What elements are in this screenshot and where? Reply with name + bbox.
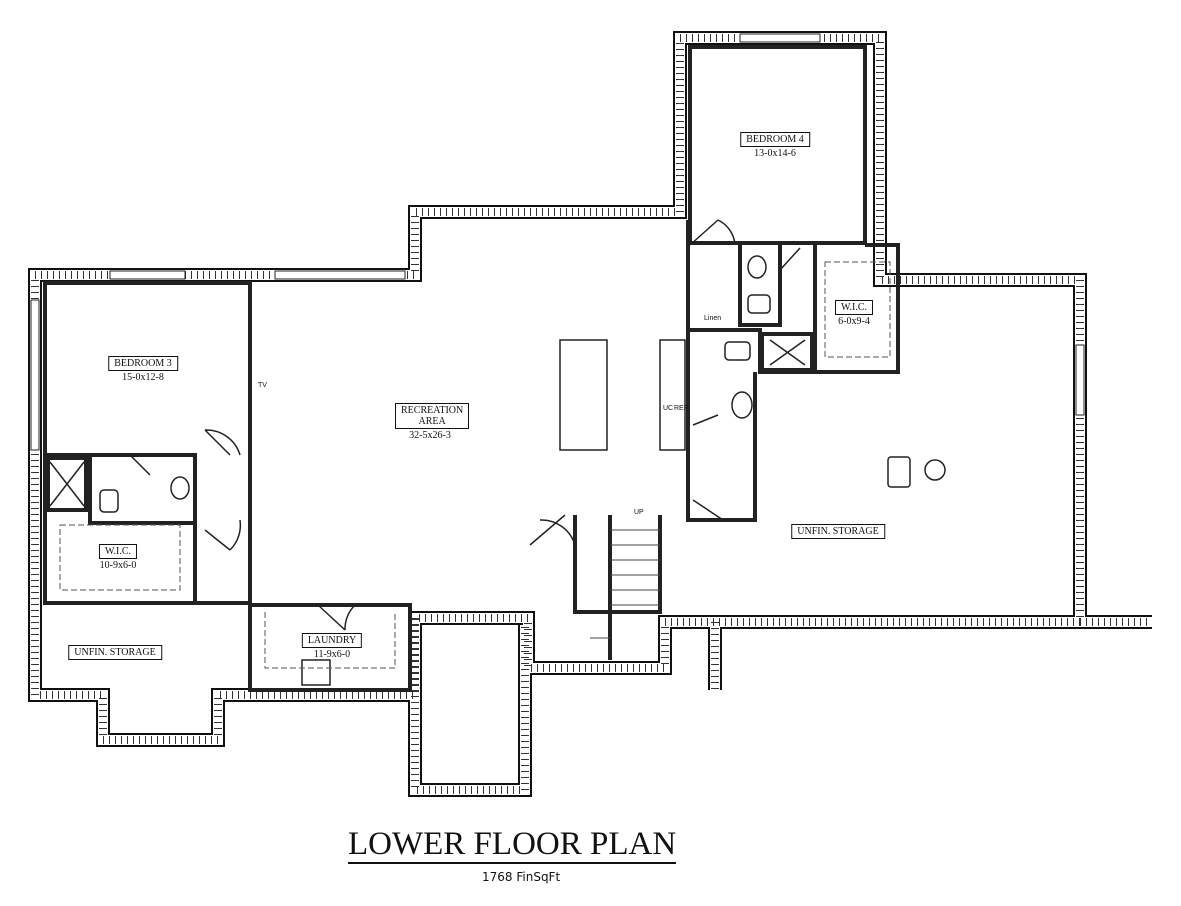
- room-storage-left: UNFIN. STORAGE: [68, 645, 162, 660]
- room-name: UNFIN. STORAGE: [68, 645, 162, 660]
- room-dim: 13-0x14-6: [754, 148, 796, 159]
- plan-subtitle: 1768 FinSqFt: [482, 870, 561, 884]
- kitchen-counter: [659, 339, 686, 451]
- door-swings: [129, 219, 801, 631]
- room-wic-bed3: W.I.C.10-9x6-0: [98, 544, 138, 571]
- windows: [30, 33, 1085, 451]
- room-name: BEDROOM 3: [108, 356, 178, 371]
- room-dim: 32-5x26-3: [409, 430, 451, 441]
- room-wic-master: W.I.C.6-0x9-4: [834, 300, 874, 327]
- furnace: [924, 459, 946, 481]
- ref-label: REF: [674, 405, 688, 412]
- room-dim: 15-0x12-8: [122, 372, 164, 383]
- room-name: BEDROOM 4: [740, 132, 810, 147]
- room-storage-right: UNFIN. STORAGE: [791, 524, 885, 539]
- tv-label: TV: [258, 382, 267, 389]
- room-dim: 11-9x6-0: [313, 649, 351, 660]
- linen-label: Linen: [704, 315, 722, 322]
- stair-up-label: UP: [634, 509, 644, 516]
- kitchen-island: [559, 339, 608, 451]
- interior-walls: [43, 45, 900, 692]
- plan-title: LOWER FLOOR PLAN: [348, 826, 677, 864]
- room-name: RECREATION AREA: [395, 403, 470, 429]
- room-name: W.I.C.: [834, 300, 874, 315]
- room-name: LAUNDRY: [301, 633, 363, 648]
- uc-label: UC: [663, 405, 674, 412]
- room-dim: 10-9x6-0: [99, 560, 137, 571]
- dashed-shelving: [59, 261, 891, 669]
- room-dim: 6-0x9-4: [838, 316, 870, 327]
- fixtures: [49, 255, 946, 686]
- room-name: UNFIN. STORAGE: [791, 524, 885, 539]
- room-name: W.I.C.: [98, 544, 138, 559]
- stair-treads: [590, 529, 660, 639]
- water-heater: [887, 456, 911, 488]
